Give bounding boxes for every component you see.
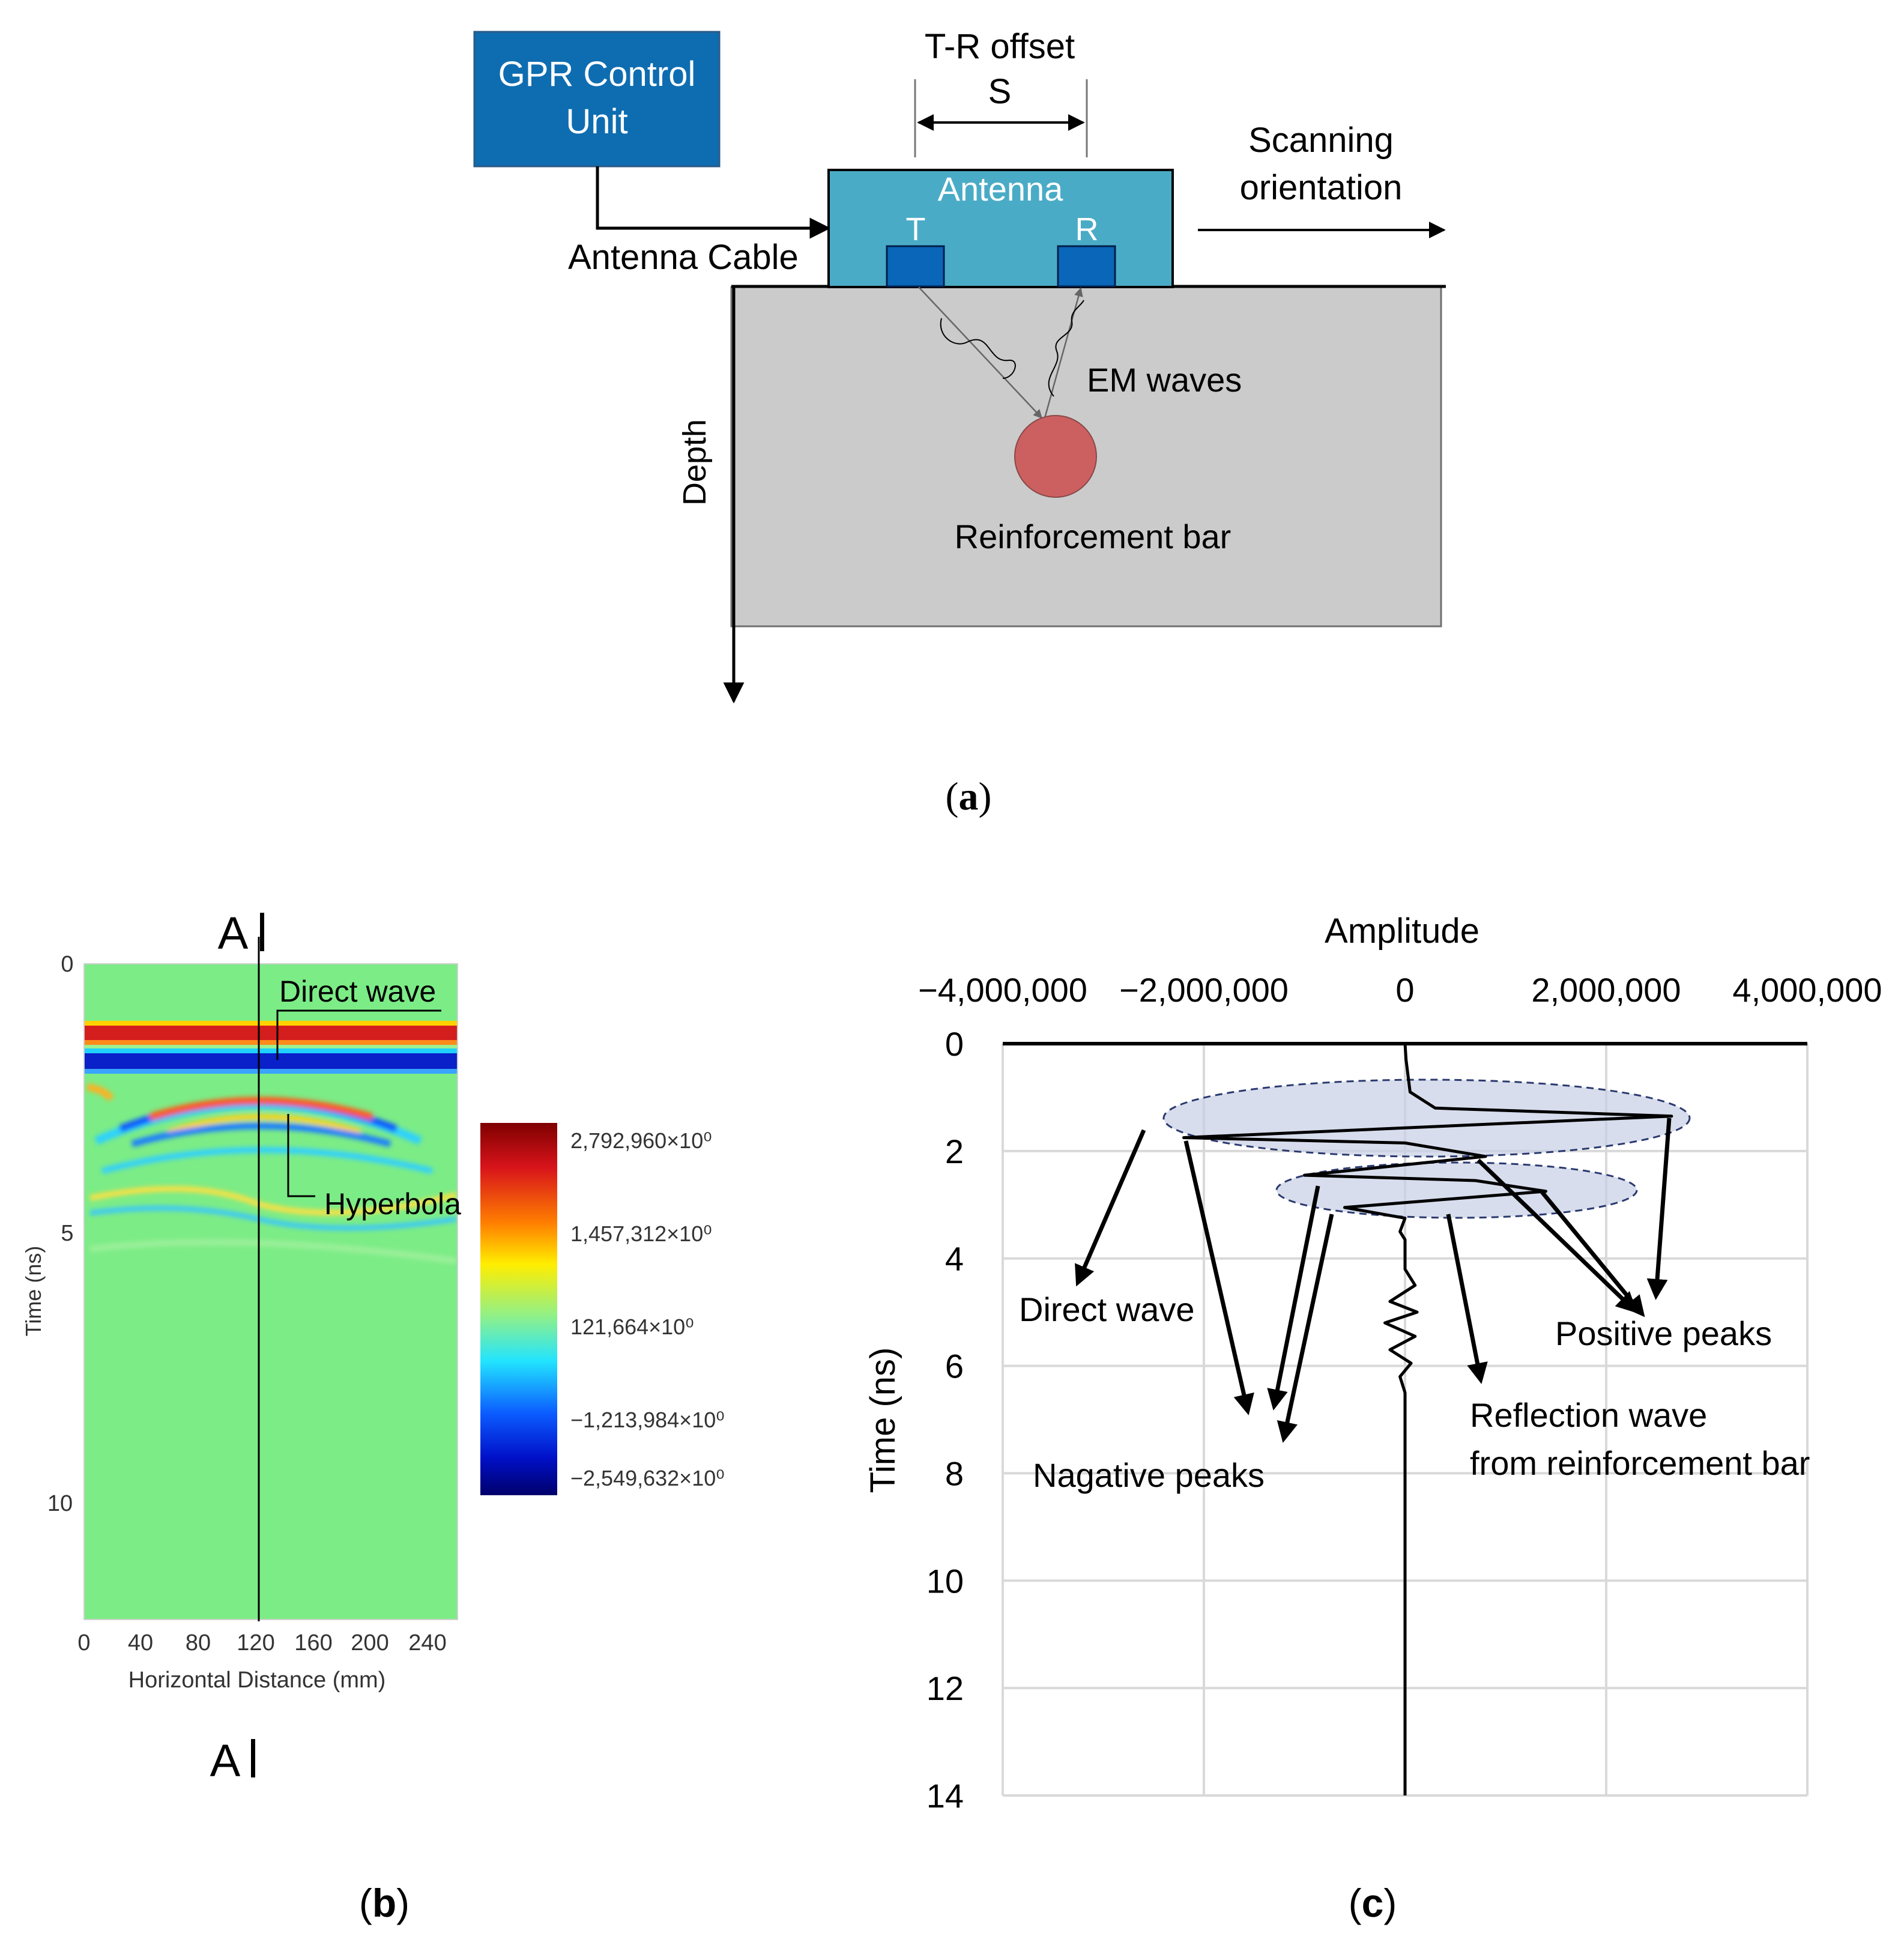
control-unit-label-line2: Unit	[566, 102, 627, 141]
caption-b: (b)	[359, 1881, 410, 1925]
y-tick-label: 12	[926, 1669, 964, 1707]
transmitter-label: T	[906, 211, 926, 247]
section-marker-top: A	[218, 908, 249, 959]
y-tick-0: 0	[61, 952, 73, 977]
colorbar-label-low: −1,213,984×10⁰	[570, 1408, 725, 1432]
em-waves-label: EM waves	[1087, 361, 1242, 399]
caption-c-letter: c	[1362, 1881, 1384, 1925]
annotation-negative-peaks: Nagative peaks	[1033, 1456, 1265, 1494]
x-tick-40: 40	[128, 1630, 153, 1656]
arrow-negative-peak-1	[1183, 1140, 1254, 1415]
reflection-highlight	[1275, 1161, 1638, 1219]
section-marker-bottom: A	[210, 1735, 241, 1786]
section-marker-top-bar	[260, 913, 264, 951]
annotation-direct-wave: Direct wave	[1019, 1290, 1195, 1328]
colorbar-label-min: −2,549,632×10⁰	[570, 1466, 725, 1490]
incident-ray	[918, 286, 1043, 419]
antenna-label: Antenna	[938, 170, 1063, 208]
y-tick-label: 0	[945, 1025, 964, 1063]
chart-tick-labels: −4,000,000 −2,000,000 0 2,000,000 4,000,000 0…	[918, 971, 1882, 1815]
depth-label: Depth	[677, 419, 713, 506]
receiver-label: R	[1075, 211, 1099, 247]
caption-b-letter: b	[372, 1881, 396, 1925]
antenna-cable-label: Antenna Cable	[568, 238, 799, 277]
y-tick-label: 14	[926, 1777, 964, 1815]
y-axis-label: Time (ns)	[21, 1246, 46, 1337]
y-tick-label: 8	[945, 1454, 964, 1492]
control-unit-box	[473, 31, 721, 168]
panel-c-amplitude-chart: −4,000,000 −2,000,000 0 2,000,000 4,000,000 0…	[863, 912, 1882, 1925]
x-tick-label: 4,000,000	[1732, 971, 1882, 1009]
control-unit-label-line1: GPR Control	[498, 55, 696, 94]
y-tick-label: 2	[945, 1133, 964, 1170]
section-marker-bottom-bar	[251, 1739, 255, 1777]
y-tick-label: 10	[926, 1562, 964, 1600]
x-tick-label: 0	[1395, 971, 1414, 1009]
colorbar	[480, 1123, 557, 1495]
arrow-positive-peak-1	[1646, 1118, 1672, 1300]
y-axis-title: Time (ns)	[863, 1348, 902, 1493]
offset-symbol: S	[988, 72, 1012, 111]
x-tick-80: 80	[186, 1630, 211, 1656]
scan-orientation-line1: Scanning	[1248, 121, 1394, 160]
arrow-reflection-wave	[1446, 1214, 1488, 1384]
arrow-negative-peak-3	[1277, 1214, 1334, 1443]
antenna-cable	[596, 166, 831, 239]
reflected-wiggle	[1048, 300, 1084, 397]
x-tick-240: 240	[408, 1630, 446, 1656]
arrow-positive-peak-2	[1476, 1158, 1638, 1313]
reinforcement-bar	[1014, 415, 1097, 498]
panel-b-radargram: A Direct wave Hyperbola 0 5 10	[21, 908, 725, 1925]
incident-wiggle	[940, 318, 1016, 379]
amplitude-trace	[1182, 1043, 1673, 1795]
radargram-frame	[83, 963, 458, 1620]
caption-c: (c)	[1349, 1881, 1397, 1925]
direct-wave-annotation: Direct wave	[279, 975, 436, 1008]
panel-a-diagram: GPR Control Unit Antenna Cable T-R offse…	[473, 27, 1446, 818]
y-tick-5: 5	[61, 1221, 73, 1246]
hyperbola-annotation: Hyperbola	[324, 1187, 461, 1221]
receiver-box	[1057, 245, 1116, 288]
x-axis-label: Horizontal Distance (mm)	[128, 1668, 386, 1693]
arrow-negative-peak-2	[1267, 1185, 1320, 1411]
y-tick-label: 6	[945, 1348, 964, 1385]
radargram-image	[84, 964, 458, 1620]
x-tick-label: −4,000,000	[918, 971, 1087, 1009]
caption-a-letter: a	[959, 775, 979, 818]
arrow-direct-wave	[1075, 1129, 1146, 1287]
x-tick-200: 200	[351, 1630, 388, 1656]
tr-offset-label: T-R offset	[925, 27, 1075, 66]
x-axis-title: Amplitude	[1325, 912, 1479, 951]
annotation-reflection-line1: Reflection wave	[1470, 1396, 1707, 1434]
caption-a: (a)	[946, 775, 992, 818]
rebar-label: Reinforcement bar	[955, 518, 1232, 555]
colorbar-label-mid: 121,664×10⁰	[570, 1314, 694, 1339]
colorbar-label-max: 2,792,960×10⁰	[570, 1128, 712, 1153]
transmitter-box	[886, 245, 945, 288]
colorbar-label-high: 1,457,312×10⁰	[570, 1221, 712, 1246]
x-tick-0: 0	[77, 1630, 90, 1656]
x-tick-120: 120	[237, 1630, 274, 1656]
annotation-reflection-line2: from reinforcement bar	[1470, 1444, 1810, 1482]
scan-orientation-line2: orientation	[1240, 168, 1403, 207]
direct-wave-highlight	[1162, 1078, 1691, 1158]
direct-wave-leader	[276, 1009, 441, 1060]
x-tick-160: 160	[294, 1630, 332, 1656]
x-tick-label: −2,000,000	[1119, 971, 1289, 1009]
y-tick-10: 10	[47, 1491, 73, 1516]
annotation-positive-peaks: Positive peaks	[1555, 1314, 1772, 1352]
arrow-positive-peak-3	[1540, 1190, 1645, 1317]
x-tick-label: 2,000,000	[1531, 971, 1681, 1009]
y-tick-label: 4	[945, 1240, 964, 1278]
hyperbola-leader	[287, 1114, 315, 1197]
